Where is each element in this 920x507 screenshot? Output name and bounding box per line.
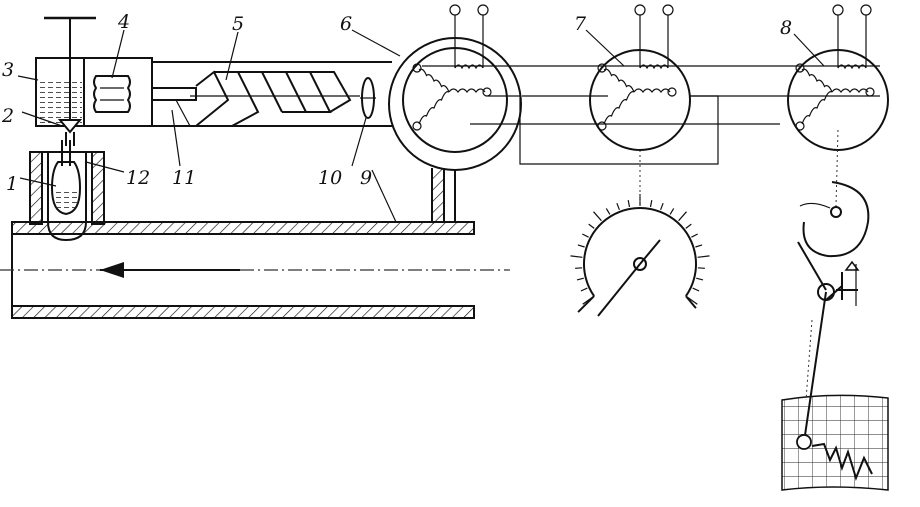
terminal-icon: [832, 4, 844, 16]
terminal-icon: [412, 121, 422, 131]
dial-tick: [678, 211, 687, 222]
dial-tick: [660, 202, 664, 211]
terminal-icon: [449, 4, 461, 16]
valve-2: [57, 119, 83, 134]
dial-hub: [633, 257, 647, 271]
dial-tick: [580, 287, 588, 292]
label-11: 11: [172, 167, 196, 189]
dial-tick: [576, 277, 584, 281]
dial-tick: [593, 211, 602, 222]
terminal-icon: [412, 63, 422, 73]
terminal-icon: [795, 121, 805, 131]
label-1: 1: [6, 173, 18, 195]
terminal-icon: [667, 87, 677, 97]
label-12: 12: [126, 167, 150, 189]
stator-winding: [448, 88, 486, 93]
dial-tick: [575, 267, 583, 269]
indicator-dial: [570, 150, 710, 317]
terminal-icon: [482, 87, 492, 97]
dial-tick: [605, 208, 611, 215]
label-3: 3: [2, 59, 14, 81]
label-2: 2: [1, 105, 14, 127]
leader-lines: [17, 29, 825, 223]
label-5: 5: [232, 13, 244, 35]
label-6: 6: [340, 13, 352, 35]
terminal-icon: [795, 63, 805, 73]
stator-winding: [603, 91, 635, 125]
spiral-tube-assembly: [152, 61, 392, 127]
cam-axis: [830, 206, 842, 218]
label-7: 7: [574, 13, 587, 35]
dial-tick: [669, 208, 675, 215]
pen-tip: [796, 434, 812, 450]
terminal-icon: [860, 4, 872, 16]
sample-bulb: [50, 161, 82, 216]
pipe-lower-wall: [12, 306, 474, 318]
dial-tick: [627, 199, 631, 208]
dial-base: [577, 295, 595, 313]
dial-tick: [616, 202, 620, 211]
vessel-cup: [47, 152, 87, 242]
dial-arc: [583, 207, 697, 297]
dial-tick: [685, 223, 692, 229]
spiral-5: [175, 70, 352, 127]
main-pipe: [0, 221, 510, 319]
callout-labels: 3 2 4 5 6 1 12 11 10 9 7 8: [1, 11, 792, 195]
dial-tick: [649, 199, 653, 208]
dial-base: [685, 295, 697, 309]
dial-tick: [697, 255, 710, 258]
terminal-icon: [597, 63, 607, 73]
terminal-icon: [865, 87, 875, 97]
dial-tick: [696, 277, 704, 281]
dial-pointer: [639, 239, 661, 265]
dial-tick: [577, 244, 585, 248]
dial-tick: [691, 233, 698, 238]
stator-winding: [831, 88, 869, 93]
label-8: 8: [780, 17, 792, 39]
terminal-icon: [477, 4, 489, 16]
connecting-wires: [422, 65, 880, 165]
dial-tick: [692, 287, 700, 292]
stator-winding: [418, 68, 450, 93]
terminal-icon: [597, 121, 607, 131]
reservoir-assembly: [35, 16, 153, 146]
recorded-trace: [811, 442, 873, 482]
dial-tick: [582, 233, 589, 238]
terminal-icon: [662, 4, 674, 16]
pipe-upper-wall: [12, 222, 474, 234]
flow-direction-arrow-icon: [100, 262, 240, 278]
stator-winding: [801, 68, 833, 93]
terminal-icon: [634, 4, 646, 16]
label-10: 10: [318, 167, 342, 189]
dial-tick: [570, 255, 583, 258]
stator-winding: [633, 88, 671, 93]
stator-winding: [603, 68, 635, 93]
sample-vessel-assembly: [29, 140, 105, 242]
bellows-4: [93, 75, 131, 113]
synchro-windings: [412, 4, 889, 151]
dial-tick: [697, 267, 705, 269]
stator-winding: [801, 91, 833, 125]
dial-tick: [695, 244, 703, 248]
recorder-assembly: [781, 129, 889, 491]
dial-pointer-tail: [597, 263, 641, 317]
stator-winding: [418, 91, 450, 125]
label-4: 4: [117, 11, 130, 33]
label-9: 9: [360, 167, 372, 189]
dial-tick: [588, 223, 595, 229]
cam-disc: [802, 181, 870, 258]
